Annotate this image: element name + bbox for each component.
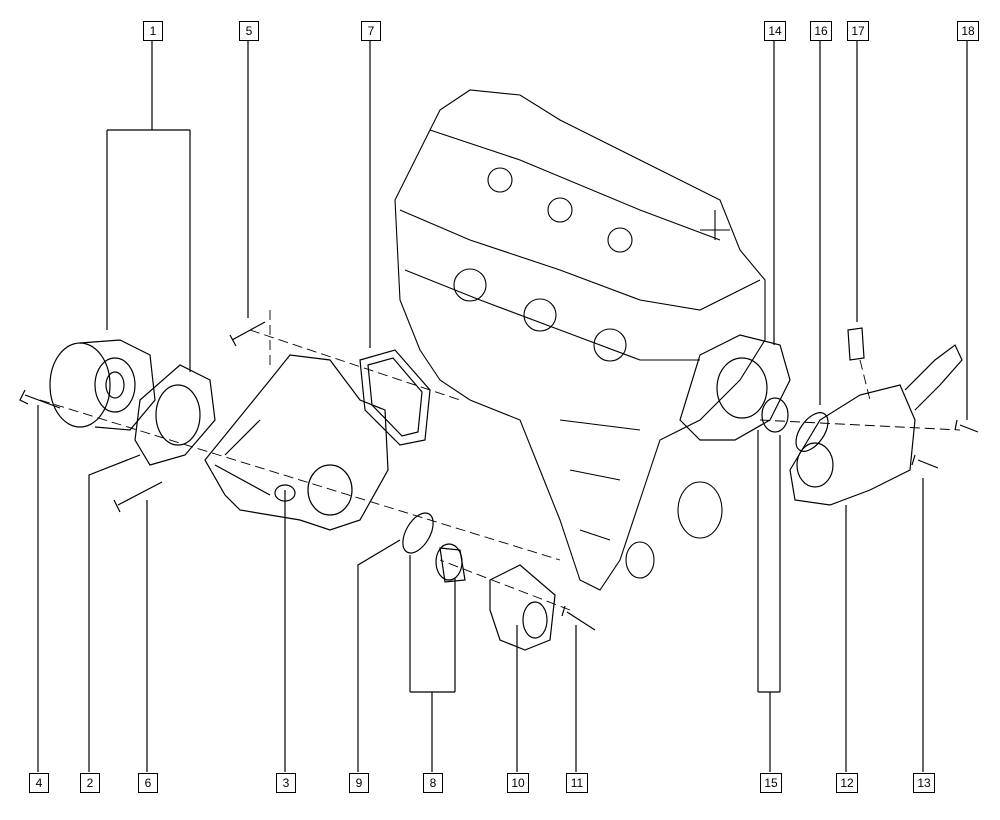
callout-6: 6 [138,773,158,793]
callout-13: 13 [913,773,935,793]
leader-lines [37,40,968,772]
callout-9: 9 [349,773,369,793]
callout-7: 7 [361,21,381,41]
callout-11: 11 [566,773,588,793]
thermostat-parts [402,512,466,583]
callout-14: 14 [764,21,786,41]
housing-gasket [359,349,431,446]
callout-10: 10 [507,773,529,793]
callout-3: 3 [276,773,296,793]
outlet-housing [789,327,963,506]
assembly-axes [39,310,961,611]
right-thermostat-parts [679,334,829,452]
thermostat-cover [489,564,556,651]
callout-12: 12 [836,773,858,793]
callout-5: 5 [239,21,259,41]
callout-17: 17 [847,21,869,41]
callout-1: 1 [143,21,163,41]
bolts [19,321,979,631]
pump-housing [204,354,389,531]
callout-15: 15 [760,773,782,793]
callout-8: 8 [423,773,443,793]
callout-16: 16 [810,21,832,41]
callout-4: 4 [29,773,49,793]
callout-18: 18 [957,21,979,41]
callout-2: 2 [80,773,100,793]
engine-block [394,89,766,591]
water-pump [49,339,156,431]
pump-gasket [134,364,216,466]
